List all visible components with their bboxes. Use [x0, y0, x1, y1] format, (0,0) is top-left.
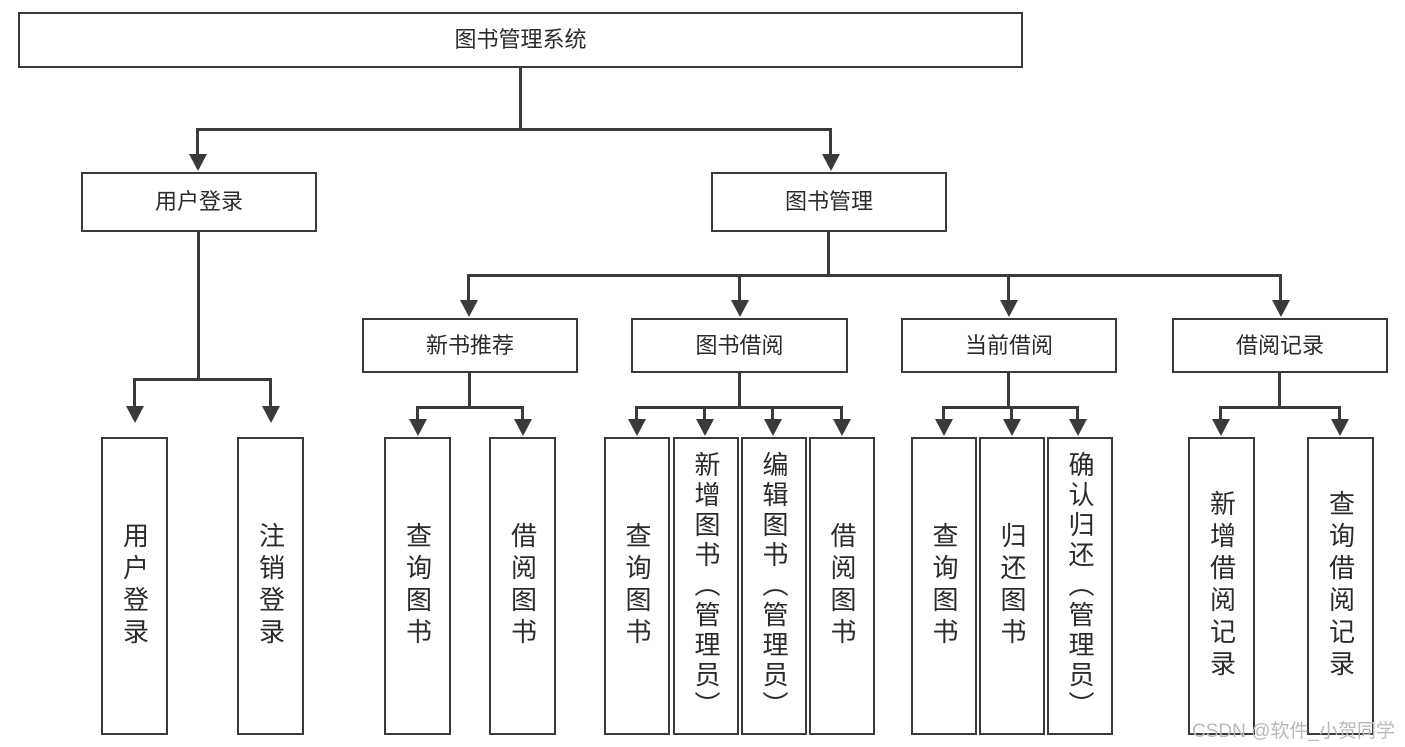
- connector-drop-cb-1: [942, 406, 945, 422]
- node-label: 编辑图书（管理员）: [759, 451, 789, 721]
- arrowhead-login-2: [262, 406, 280, 423]
- arrowhead-br-2: [1331, 419, 1349, 436]
- connector-drop-br-1: [1219, 406, 1222, 422]
- node-label: 确认归还（管理员）: [1065, 451, 1095, 721]
- connector-drop-cb-3: [1076, 406, 1079, 422]
- connector-drop-bb-4: [840, 406, 843, 422]
- connector-drop-nb-2: [521, 406, 524, 422]
- connector-drop-cb-2: [1010, 406, 1013, 422]
- connector-book-mgmt-bus: [467, 274, 1282, 277]
- leaf-edit-book-admin[interactable]: 编辑图书（管理员）: [741, 437, 807, 735]
- connector-drop-borrow-record: [1279, 274, 1282, 302]
- connector-new-book-bus: [416, 406, 524, 409]
- leaf-add-borrow-record[interactable]: 新增借阅记录: [1188, 437, 1255, 735]
- node-new-book-recommend[interactable]: 新书推荐: [362, 318, 578, 373]
- arrowhead-current-borrow: [1000, 300, 1018, 317]
- node-label: 新书推荐: [425, 332, 514, 358]
- leaf-query-book-current[interactable]: 查询图书: [911, 437, 977, 735]
- node-borrow-record[interactable]: 借阅记录: [1172, 318, 1388, 373]
- node-label: 用户登录: [119, 522, 150, 650]
- node-label: 借阅图书: [827, 522, 857, 650]
- arrowhead-cb-3: [1069, 419, 1087, 436]
- connector-drop-book-borrow: [738, 274, 741, 302]
- leaf-user-login[interactable]: 用户登录: [101, 437, 168, 735]
- arrowhead-br-1: [1212, 419, 1230, 436]
- connector-drop-login-2: [269, 378, 272, 408]
- leaf-borrow-book-new[interactable]: 借阅图书: [489, 437, 556, 735]
- node-label: 借阅图书: [507, 522, 538, 650]
- leaf-borrow-book[interactable]: 借阅图书: [809, 437, 875, 735]
- connector-drop-nb-1: [416, 406, 419, 422]
- leaf-query-book-new[interactable]: 查询图书: [384, 437, 451, 735]
- connector-drop-bb-3: [771, 406, 774, 422]
- connector-drop-book-mgmt: [829, 128, 832, 156]
- connector-book-mgmt-stem: [827, 232, 830, 276]
- node-label: 查询图书: [929, 522, 959, 650]
- connector-new-book-stem: [468, 373, 471, 409]
- arrowhead-cb-2: [1003, 419, 1021, 436]
- connector-drop-bb-2: [703, 406, 706, 422]
- connector-book-borrow-stem: [738, 373, 741, 409]
- connector-root-stem: [519, 68, 522, 130]
- arrowhead-user-login: [189, 154, 207, 171]
- node-label: 借阅记录: [1235, 332, 1324, 358]
- connector-user-login-bus: [133, 378, 272, 381]
- arrowhead-nb-2: [514, 419, 532, 436]
- connector-drop-new-book: [467, 274, 470, 302]
- arrowhead-borrow-record: [1272, 300, 1290, 317]
- node-label: 查询图书: [622, 522, 652, 650]
- node-label: 注销登录: [255, 522, 286, 650]
- arrowhead-new-book: [460, 300, 478, 317]
- arrowhead-book-borrow: [731, 300, 749, 317]
- connector-drop-bb-1: [635, 406, 638, 422]
- node-label: 新增借阅记录: [1206, 490, 1237, 682]
- connector-drop-current-borrow: [1007, 274, 1010, 302]
- node-label: 图书管理系统: [454, 27, 587, 53]
- arrowhead-nb-1: [409, 419, 427, 436]
- arrowhead-book-mgmt: [822, 154, 840, 171]
- arrowhead-bb-3: [764, 419, 782, 436]
- leaf-logout[interactable]: 注销登录: [237, 437, 304, 735]
- node-label: 归还图书: [997, 522, 1027, 650]
- connector-book-borrow-bus: [635, 406, 843, 409]
- leaf-add-book-admin[interactable]: 新增图书（管理员）: [673, 437, 739, 735]
- node-user-login[interactable]: 用户登录: [81, 172, 317, 232]
- arrowhead-bb-1: [628, 419, 646, 436]
- node-label: 查询借阅记录: [1325, 490, 1356, 682]
- leaf-confirm-return-admin[interactable]: 确认归还（管理员）: [1047, 437, 1113, 735]
- connector-user-login-stem: [197, 232, 200, 380]
- connector-root-bus: [196, 128, 832, 131]
- connector-borrow-record-stem: [1278, 373, 1281, 409]
- arrowhead-bb-4: [833, 419, 851, 436]
- node-label: 当前借阅: [964, 332, 1053, 358]
- node-label: 新增图书（管理员）: [691, 451, 721, 721]
- node-label: 图书借阅: [695, 332, 784, 358]
- leaf-return-book[interactable]: 归还图书: [979, 437, 1045, 735]
- node-book-management[interactable]: 图书管理: [711, 172, 947, 232]
- arrowhead-cb-1: [935, 419, 953, 436]
- connector-current-borrow-stem: [1007, 373, 1010, 409]
- arrowhead-login-1: [126, 406, 144, 423]
- node-label: 图书管理: [784, 189, 873, 215]
- leaf-query-book-borrow[interactable]: 查询图书: [604, 437, 670, 735]
- leaf-query-borrow-record[interactable]: 查询借阅记录: [1307, 437, 1374, 735]
- connector-drop-user-login: [196, 128, 199, 156]
- connector-drop-login-1: [133, 378, 136, 408]
- connector-drop-br-2: [1338, 406, 1341, 422]
- arrowhead-bb-2: [696, 419, 714, 436]
- node-book-borrow[interactable]: 图书借阅: [631, 318, 848, 373]
- node-current-borrow[interactable]: 当前借阅: [901, 318, 1117, 373]
- connector-borrow-record-bus: [1219, 406, 1341, 409]
- node-root-system[interactable]: 图书管理系统: [18, 12, 1023, 68]
- node-label: 查询图书: [402, 522, 433, 650]
- node-label: 用户登录: [154, 189, 243, 215]
